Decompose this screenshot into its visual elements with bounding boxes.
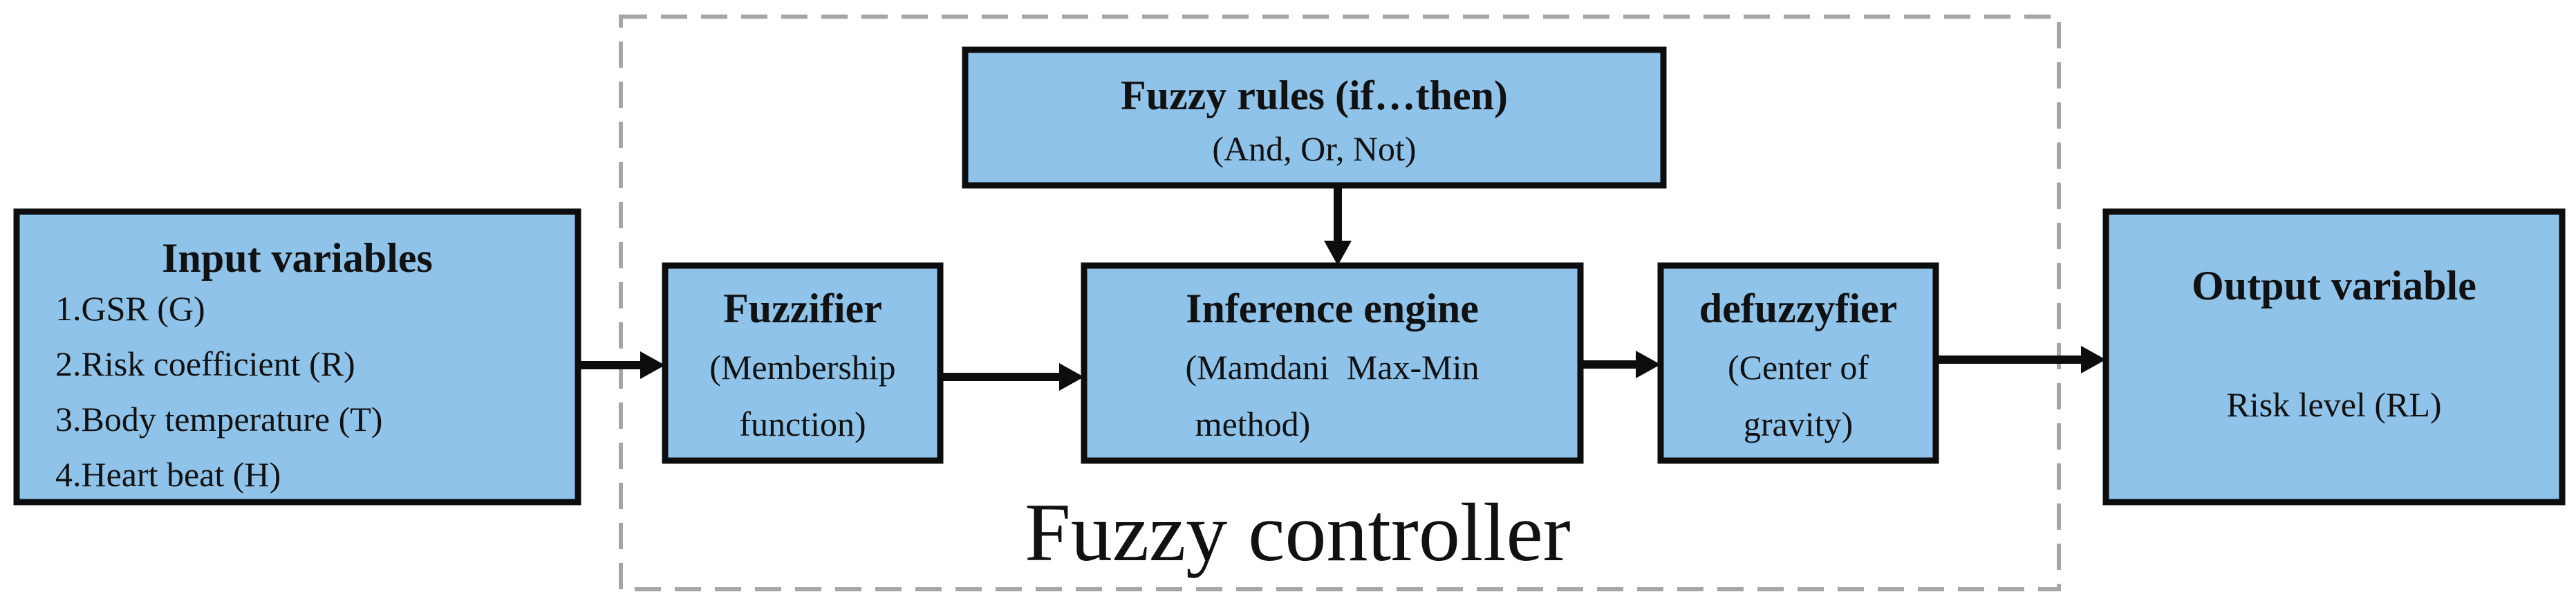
input-item: 4.Heart beat (H)	[55, 455, 281, 494]
defuzzifier-line: gravity)	[1744, 405, 1853, 443]
input-item: 2.Risk coefficient (R)	[55, 344, 355, 383]
fuzzifier-line: (Membership	[709, 348, 895, 387]
arrow-defuzzifier-to-output	[1936, 346, 2106, 373]
input-variables-box: Input variables 1.GSR (G) 2.Risk coeffic…	[13, 208, 581, 506]
controller-label: Fuzzy controller	[1025, 486, 1571, 578]
fuzzy-controller-frame: Fuzzy controller	[619, 15, 2061, 591]
arrow-fuzzifier-to-inference	[940, 363, 1084, 391]
fuzzy-rules-box: Fuzzy rules (if…then) (And, Or, Not)	[962, 46, 1667, 189]
input-box-title: Input variables	[162, 235, 433, 281]
arrow-rules-to-inference	[1324, 185, 1352, 266]
input-item: 1.GSR (G)	[55, 289, 205, 328]
rules-box-title: Fuzzy rules (if…then)	[1121, 73, 1508, 118]
inference-line: method)	[1195, 405, 1311, 443]
defuzzifier-line: (Center of	[1728, 348, 1869, 387]
defuzzifier-box: defuzzyfier (Center of gravity)	[1657, 262, 1939, 464]
arrow-input-to-fuzzifier	[578, 351, 665, 379]
fuzzifier-box: Fuzzifier (Membership function)	[662, 262, 944, 464]
output-box-value: Risk level (RL)	[2226, 385, 2441, 424]
inference-engine-box: Inference engine (Mamdani Max-Min method…	[1081, 262, 1584, 464]
rules-box-subtitle: (And, Or, Not)	[1212, 129, 1416, 168]
fuzzifier-line: function)	[739, 405, 866, 443]
inference-line: (Mamdani Max-Min	[1186, 348, 1480, 387]
defuzzifier-title: defuzzyfier	[1699, 286, 1898, 331]
inference-title: Inference engine	[1186, 286, 1479, 331]
output-variable-box: Output variable Risk level (RL)	[2102, 208, 2566, 506]
input-item: 3.Body temperature (T)	[55, 400, 382, 438]
output-box-title: Output variable	[2192, 263, 2476, 308]
arrow-inference-to-defuzzifier	[1580, 351, 1661, 378]
fuzzifier-title: Fuzzifier	[723, 286, 882, 331]
